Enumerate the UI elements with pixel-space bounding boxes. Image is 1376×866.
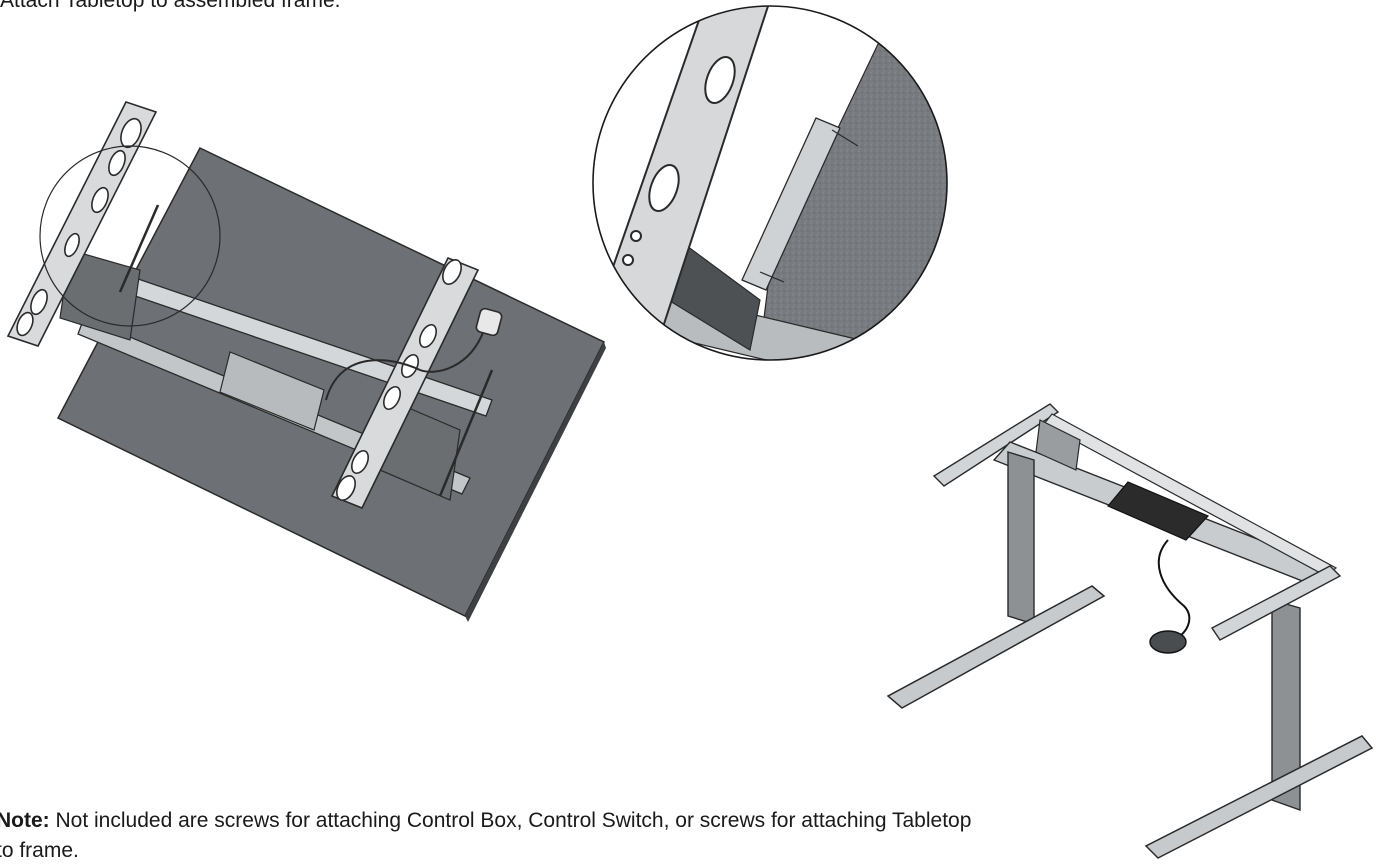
control-switch [475,307,503,337]
frame-left-column [1007,451,1035,625]
tabletop-edge [465,342,606,622]
assembled-frame [886,403,1374,859]
instruction-text: Attach Tabletop to assembled frame. [0,0,341,12]
bracket-detail-zoom [592,5,948,361]
control-cable [325,329,485,401]
control-box [1107,481,1210,541]
tabletop-panel [56,147,606,617]
note-label: Note: [0,809,50,832]
tabletop-underside-assembly [6,101,606,622]
center-housing [219,351,325,431]
frame-right-foot [1144,735,1374,859]
detail-callout-circle [39,145,221,327]
foot-switch [1149,630,1187,654]
detail-zoom-circle [592,5,948,361]
frame-control-cable [1157,539,1191,641]
note-paragraph: Note: Not included are screws for attach… [0,806,976,866]
frame-left-foot [886,585,1106,709]
note-text: Not included are screws for attaching Co… [0,809,972,862]
right-foot [330,256,480,510]
frame-right-column [1271,599,1301,811]
